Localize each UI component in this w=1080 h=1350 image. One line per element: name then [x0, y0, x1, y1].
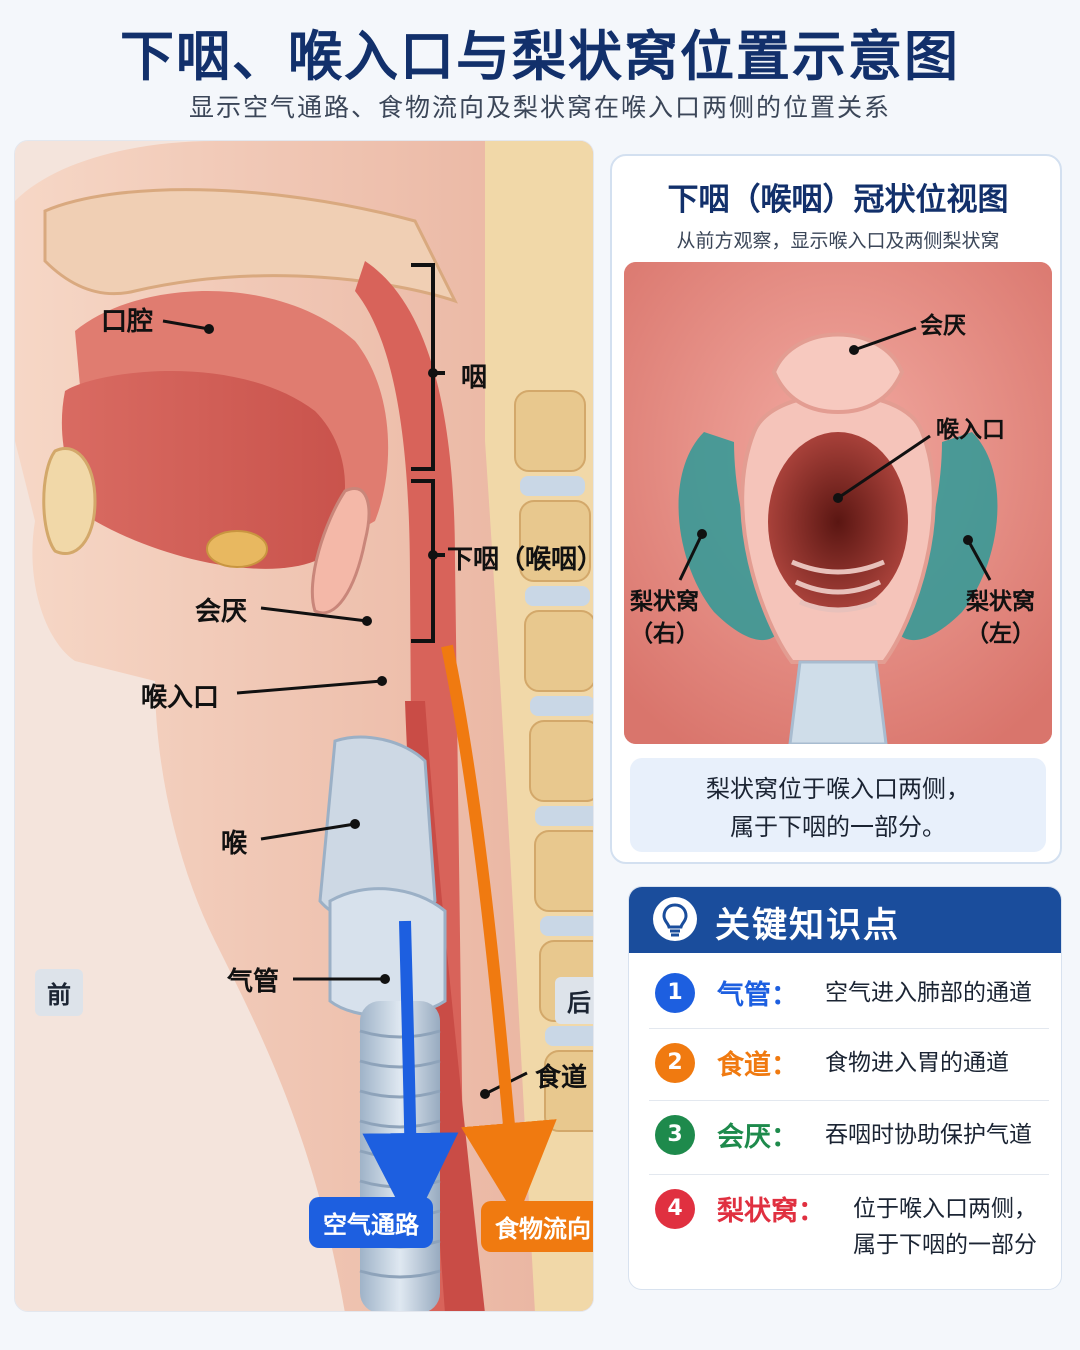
- coronal-subtitle: 从前方观察，显示喉入口及两侧梨状窝: [676, 230, 1000, 252]
- food-path-pill: 食物流向: [481, 1201, 593, 1252]
- sagittal-illustration: [15, 141, 593, 1311]
- key-point-term: 梨状窝：: [717, 1196, 825, 1227]
- key-points-panel: 关键知识点 1 气管： 空气进入肺部的通道 2 食道： 食物进入胃的通道 3 会厌： 吞咽时协助…: [628, 886, 1062, 1290]
- label-hypopharynx: 下咽（喉咽）: [447, 545, 594, 575]
- air-path-pill: 空气通路: [309, 1197, 433, 1248]
- orientation-front-tag: 前: [35, 969, 83, 1016]
- key-point-description: 吞咽时协助保护气道: [825, 1122, 1032, 1148]
- key-point-number: 1: [655, 973, 695, 1013]
- coronal-note: 梨状窝位于喉入口两侧， 属于下咽的一部分。: [630, 758, 1046, 852]
- orientation-back-tag: 后: [555, 977, 593, 1024]
- coronal-label-piriform-right: 梨状窝 （右）: [630, 589, 699, 647]
- key-point-description: 位于喉入口两侧，属于下咽的一部分: [853, 1196, 1037, 1258]
- page-subtitle: 显示空气通路、食物流向及梨状窝在喉入口两侧的位置关系: [188, 93, 891, 122]
- coronal-label-epiglottis: 会厌: [920, 313, 966, 339]
- key-point-row: 1 气管： 空气进入肺部的通道: [649, 959, 1049, 1029]
- key-point-description: 食物进入胃的通道: [825, 1050, 1009, 1076]
- coronal-view-panel: 下咽（喉咽）冠状位视图 从前方观察，显示喉入口及两侧梨状窝: [610, 154, 1062, 864]
- label-oral-cavity: 口腔: [101, 307, 154, 337]
- key-point-row: 2 食道： 食物进入胃的通道: [649, 1029, 1049, 1101]
- coronal-label-laryngeal-inlet: 喉入口: [936, 417, 1005, 443]
- key-point-number: 4: [655, 1189, 695, 1229]
- label-esophagus: 食道: [535, 1063, 588, 1093]
- key-point-term: 食道：: [717, 1050, 798, 1081]
- food-path-arrow: [441, 644, 557, 1219]
- key-point-term: 气管：: [717, 980, 798, 1011]
- key-point-row: 3 会厌： 吞咽时协助保护气道: [649, 1101, 1049, 1175]
- label-epiglottis: 会厌: [195, 597, 248, 627]
- key-point-term: 会厌：: [717, 1122, 798, 1153]
- label-larynx: 喉: [221, 829, 248, 859]
- label-trachea: 气管: [227, 967, 280, 997]
- key-point-number: 2: [655, 1043, 695, 1083]
- page-title: 下咽、喉入口与梨状窝位置示意图: [120, 25, 960, 88]
- air-path-arrow: [362, 920, 459, 1229]
- sagittal-section-panel: 口腔 咽 下咽（喉咽） 会厌 喉入口 喉 气管 食道 前 后 空气通路 食物流向: [14, 140, 594, 1312]
- key-points-title: 关键知识点: [715, 906, 901, 946]
- key-point-number: 3: [655, 1115, 695, 1155]
- label-pharynx: 咽: [461, 363, 488, 393]
- lightbulb-icon: [653, 897, 697, 941]
- key-points-header: 关键知识点: [629, 887, 1061, 953]
- coronal-title: 下咽（喉咽）冠状位视图: [667, 182, 1009, 218]
- coronal-label-piriform-left: 梨状窝 （左）: [966, 589, 1035, 647]
- key-point-description: 空气进入肺部的通道: [825, 980, 1032, 1006]
- coronal-illustration: 会厌 喉入口 梨状窝 （右） 梨状窝 （左）: [624, 262, 1052, 744]
- label-laryngeal-inlet: 喉入口: [141, 683, 220, 713]
- key-point-row: 4 梨状窝： 位于喉入口两侧，属于下咽的一部分: [649, 1175, 1049, 1275]
